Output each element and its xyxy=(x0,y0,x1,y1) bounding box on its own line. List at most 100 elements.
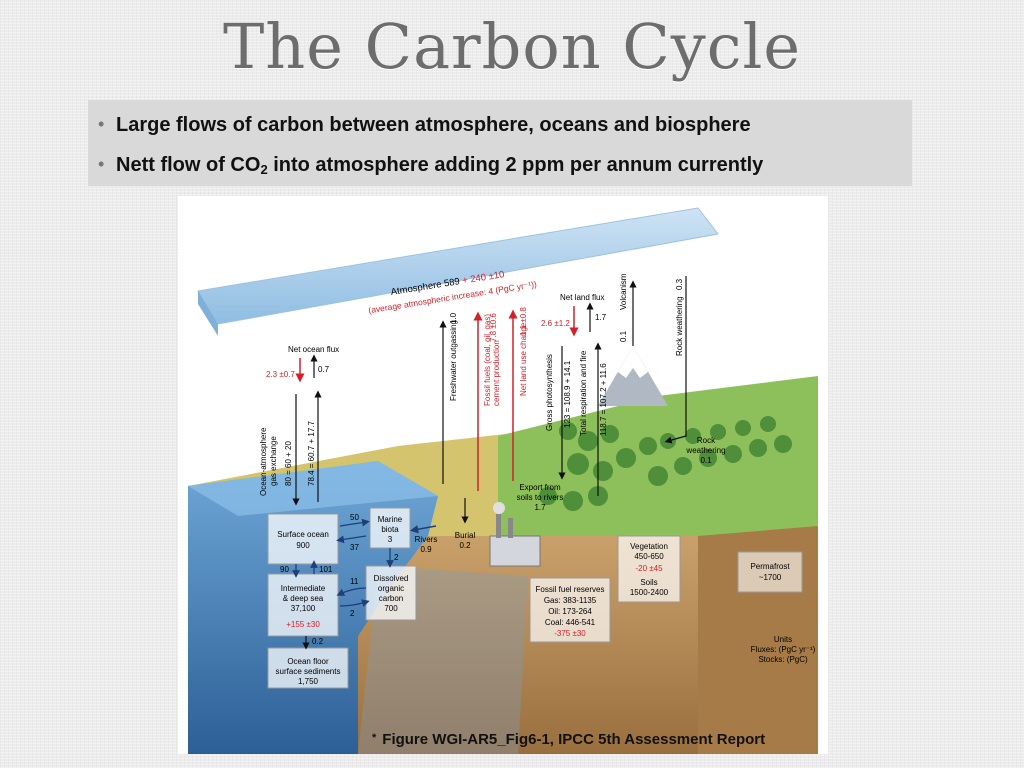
svg-text:Intermediate: Intermediate xyxy=(281,584,326,593)
net-ocean-flux-label: Net ocean flux xyxy=(288,345,339,354)
svg-text:Fossil fuel reserves: Fossil fuel reserves xyxy=(536,585,605,594)
flux-2b: 2 xyxy=(350,609,355,618)
net-ocean-flux-red: 2.3 ±0.7 xyxy=(266,370,295,379)
rivers-label: Rivers xyxy=(415,535,438,544)
permafrost-box: Permafrost ~1700 xyxy=(737,551,803,593)
vegetation-soils-box: Vegetation 450-650 -20 ±45 Soils 1500-24… xyxy=(617,535,681,603)
net-ocean-flux-black: 0.7 xyxy=(318,365,330,374)
rock-weathering2-value: 0.1 xyxy=(700,456,712,465)
flux-37-arrow xyxy=(336,535,367,544)
surface-ocean-box: Surface ocean 900 xyxy=(267,513,339,565)
rock-weathering-value: 0.3 xyxy=(675,278,684,290)
freshwater-value: 1.0 xyxy=(449,312,458,324)
caption-text: Figure WGI-AR5_Fig6-1, IPCC 5th Assessme… xyxy=(382,731,766,748)
flux-50: 50 xyxy=(350,513,359,522)
flux-11-arrow xyxy=(336,587,367,596)
respiration-value: 118.7 = 107.2 + 11.6 xyxy=(599,363,608,436)
flux-02: 0.2 xyxy=(312,637,324,646)
photosynthesis-value: 123 = 108.9 + 14.1 xyxy=(563,360,572,428)
rock-weathering2-label1: Rock xyxy=(697,436,716,445)
sediments-box: Ocean floor surface sediments 1,750 xyxy=(267,647,349,689)
volcanism-label: 0.1 xyxy=(619,330,628,342)
flux-11: 11 xyxy=(350,577,359,586)
bullet-list: • Large flows of carbon between atmosphe… xyxy=(88,100,912,186)
svg-text:surface sediments: surface sediments xyxy=(276,667,341,676)
svg-text:Fluxes: (PgC yr⁻¹): Fluxes: (PgC yr⁻¹) xyxy=(751,645,816,654)
bullet-marker: • xyxy=(98,154,105,174)
svg-text:900: 900 xyxy=(296,541,310,550)
caption-marker: * xyxy=(372,732,377,744)
fossil-fuel-label: Fossil fuels (coal, oil, gas) xyxy=(483,314,492,406)
svg-text:3: 3 xyxy=(388,535,393,544)
svg-text:~1700: ~1700 xyxy=(759,573,782,582)
rock-weathering-arrow xyxy=(664,276,687,444)
burial-value: 0.2 xyxy=(459,541,471,550)
svg-text:Stocks: (PgC): Stocks: (PgC) xyxy=(758,655,808,664)
flux-2b-arrow xyxy=(339,599,370,607)
svg-text:Permafrost: Permafrost xyxy=(750,562,790,571)
svg-text:+155 ±30: +155 ±30 xyxy=(286,620,320,629)
fossil-reserves-box: Fossil fuel reserves Gas: 383-1135 Oil: … xyxy=(529,577,611,643)
svg-text:biota: biota xyxy=(381,525,399,534)
svg-text:Marine: Marine xyxy=(378,515,403,524)
svg-text:Surface ocean: Surface ocean xyxy=(277,530,329,539)
freshwater-label: Freshwater outgassing xyxy=(449,320,458,401)
export-label2: soils to rivers xyxy=(517,493,564,502)
flux-37: 37 xyxy=(350,543,359,552)
net-land-flux-black: 1.7 xyxy=(595,313,607,322)
figure-caption: * Figure WGI-AR5_Fig6-1, IPCC 5th Assessm… xyxy=(372,731,765,748)
carbon-cycle-figure: Surface ocean 900 Marine biota 3 Interme… xyxy=(178,196,828,754)
burial-label: Burial xyxy=(455,531,476,540)
photosynthesis-label: Gross photosynthesis xyxy=(545,354,554,431)
marine-biota-box: Marine biota 3 xyxy=(369,507,411,549)
ocean-uptake-value: 80 = 60 + 20 xyxy=(284,441,293,486)
bullet-text: Nett flow of CO2 into atmosphere adding … xyxy=(116,154,764,177)
slide-title: The Carbon Cycle xyxy=(222,10,802,83)
export-label1: Export from xyxy=(519,483,561,492)
svg-text:1,750: 1,750 xyxy=(298,677,319,686)
bullet-text: Large flows of carbon between atmosphere… xyxy=(116,114,751,136)
flux-50-arrow xyxy=(339,518,370,527)
volcanism-value: Volcanism xyxy=(619,273,628,310)
fossil-fuel-value: 7.8 ±0.6 xyxy=(489,313,498,342)
carbon-cycle-diagram: Surface ocean 900 Marine biota 3 Interme… xyxy=(188,207,818,754)
svg-text:450-650: 450-650 xyxy=(634,552,664,561)
svg-text:Soils: Soils xyxy=(640,578,657,587)
svg-text:Dissolved: Dissolved xyxy=(374,574,409,583)
volcano xyxy=(598,346,668,406)
rock-weathering-label: Rock weathering xyxy=(675,296,684,356)
flux-101: 101 xyxy=(319,565,333,574)
svg-text:Coal: 446-541: Coal: 446-541 xyxy=(545,618,596,627)
export-value: 1.7 xyxy=(534,503,546,512)
deep-sea-box: Intermediate & deep sea 37,100 +155 ±30 xyxy=(267,573,339,637)
rivers-value: 0.9 xyxy=(420,545,432,554)
land-use-label: Net land use change xyxy=(519,322,528,396)
ocean-release-value: 78.4 = 60.7 + 17.7 xyxy=(307,421,316,486)
factory xyxy=(489,502,541,567)
land-use-value: 1.1 ±0.8 xyxy=(519,307,528,336)
svg-text:-375 ±30: -375 ±30 xyxy=(554,629,586,638)
ocean-exchange-label2: gas exchange xyxy=(269,436,278,486)
net-land-flux-red: 2.6 ±1.2 xyxy=(541,319,570,328)
svg-text:Gas: 383-1135: Gas: 383-1135 xyxy=(544,596,597,605)
bullet-marker: • xyxy=(98,114,105,134)
svg-text:Ocean floor: Ocean floor xyxy=(287,657,329,666)
respiration-label: Total respiration and fire xyxy=(579,350,588,436)
svg-text:Oil: 173-264: Oil: 173-264 xyxy=(548,607,592,616)
units-legend: Units Fluxes: (PgC yr⁻¹) Stocks: (PgC) xyxy=(751,635,816,664)
forest xyxy=(539,416,792,511)
rock-weathering2-label2: weathering xyxy=(685,446,725,455)
svg-text:700: 700 xyxy=(384,604,398,613)
doc-box: Dissolved organic carbon 700 xyxy=(365,565,417,621)
svg-text:Units: Units xyxy=(774,635,792,644)
atmosphere-slab xyxy=(197,207,719,336)
flux-2a: 2 xyxy=(394,553,399,562)
rivers-arrow xyxy=(409,525,437,534)
net-land-flux-label: Net land flux xyxy=(560,293,604,302)
svg-text:carbon: carbon xyxy=(379,594,403,603)
svg-text:1500-2400: 1500-2400 xyxy=(630,588,669,597)
svg-text:37,100: 37,100 xyxy=(291,604,316,613)
ocean-exchange-label: Ocean-atmosphere xyxy=(259,427,268,496)
svg-text:-20 ±45: -20 ±45 xyxy=(635,564,663,573)
svg-text:organic: organic xyxy=(378,584,404,593)
